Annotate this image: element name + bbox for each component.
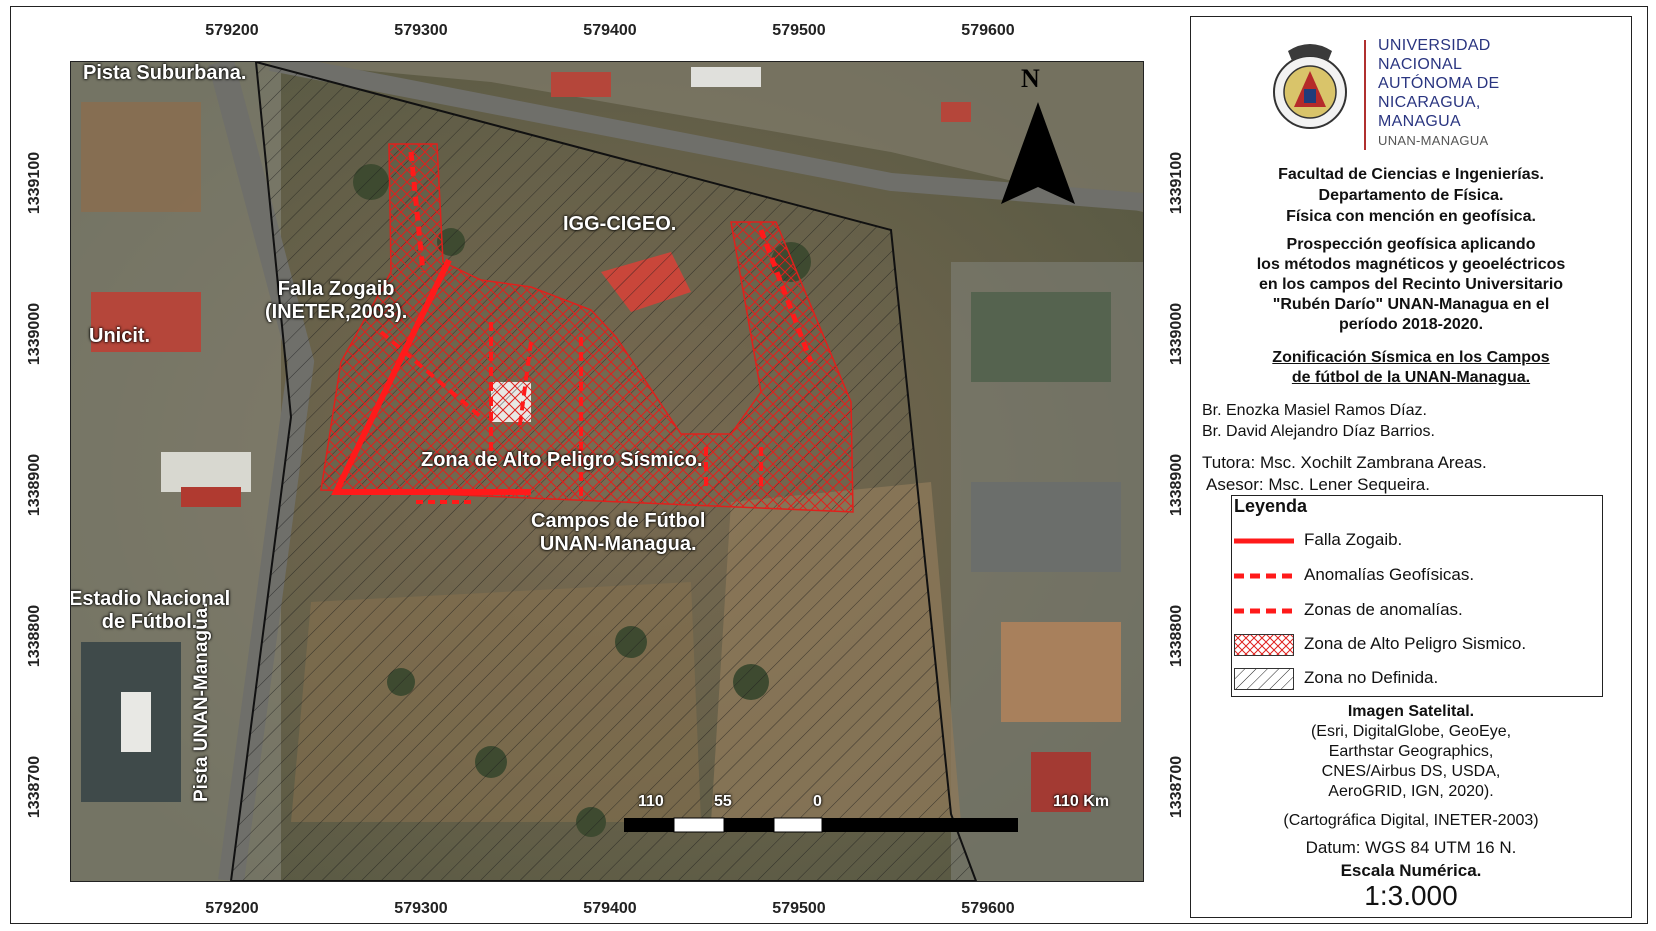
- north-label: N: [1021, 64, 1040, 93]
- satellite-map[interactable]: Pista Suburbana. IGG-CIGEO. Falla Zogaib…: [70, 61, 1144, 882]
- anomaly-line[interactable]: [408, 151, 426, 273]
- label-pista-unan: Pista UNAN-Managua.: [191, 602, 212, 802]
- y-tick-right: 1339100: [1168, 151, 1185, 215]
- scale-label: 0: [813, 793, 822, 810]
- crosshatch-icon: [1234, 634, 1294, 656]
- anomaly-line[interactable]: [517, 341, 533, 433]
- x-tick-top: 579300: [394, 22, 448, 39]
- label-campos-futbol: Campos de Fútbol UNAN-Managua.: [531, 510, 706, 555]
- map-frame: [10, 6, 1648, 924]
- x-tick-top: 579600: [961, 22, 1015, 39]
- x-tick-bottom: 579600: [961, 900, 1015, 917]
- red-roof: [941, 102, 971, 122]
- scale-segment: [673, 817, 725, 833]
- legend: Leyenda Falla Zogaib. Anomalías Geofísic…: [1231, 495, 1603, 697]
- scale-value: 1:3.000: [1364, 880, 1458, 911]
- label-pista-suburbana: Pista Suburbana.: [83, 62, 247, 84]
- red-roof: [181, 487, 241, 507]
- legend-item: Zonas de anomalías.: [1232, 596, 1602, 626]
- red-building: [1031, 752, 1091, 812]
- authors: Br. Enozka Masiel Ramos Díaz. Br. David …: [1202, 402, 1435, 440]
- y-tick-left: 1338700: [26, 755, 43, 819]
- advisors: Tutora: Msc. Xochilt Zambrana Areas. Ase…: [1202, 453, 1487, 494]
- building: [161, 452, 251, 492]
- legend-item: Zona de Alto Peligro Sismico.: [1232, 630, 1602, 660]
- datum: Datum: WGS 84 UTM 16 N.: [1305, 838, 1517, 857]
- x-tick-bottom: 579400: [583, 900, 637, 917]
- scale-label: 110 Km: [1053, 793, 1110, 810]
- anomaly-line[interactable]: [379, 330, 483, 419]
- red-roof: [551, 72, 611, 97]
- red-roof: [91, 292, 201, 352]
- x-tick-bottom: 579200: [205, 900, 259, 917]
- scale-segment: [624, 818, 674, 832]
- dashed-line-icon: [1234, 608, 1294, 614]
- label-estadio-nacional: Estadio Nacional de Fútbol.: [70, 588, 231, 633]
- urban-top: [271, 62, 1143, 212]
- solid-line-icon: [1234, 538, 1294, 544]
- block: [1001, 622, 1121, 722]
- legend-item: Anomalías Geofísicas.: [1232, 561, 1602, 591]
- y-tick-right: 1339000: [1168, 302, 1185, 366]
- label-falla-zogaib: Falla Zogaib (INETER,2003).: [265, 278, 408, 323]
- legend-item: Zona no Definida.: [1232, 664, 1602, 694]
- scale-label: 55: [714, 793, 732, 810]
- y-tick-left: 1338900: [26, 453, 43, 517]
- falla-zogaib-line[interactable]: [331, 258, 531, 495]
- y-tick-left: 1339000: [26, 302, 43, 366]
- x-tick-top: 579500: [772, 22, 826, 39]
- label-unicit: Unicit.: [89, 325, 151, 347]
- block: [971, 292, 1111, 382]
- map-title: Zonificación Sísmica en los Campos de fú…: [1272, 349, 1550, 386]
- y-tick-right: 1338700: [1168, 755, 1185, 819]
- logo-divider: [1364, 40, 1366, 150]
- label-zona-alto-peligro: Zona de Alto Peligro Sísmico.: [421, 449, 703, 471]
- x-tick-top: 579400: [583, 22, 637, 39]
- faculty-block: Facultad de Ciencias e Ingenierías. Depa…: [1278, 166, 1544, 225]
- x-tick-bottom: 579300: [394, 900, 448, 917]
- scale-segment: [773, 817, 823, 833]
- imagery-credits: Imagen Satelital. (Esri, DigitalGlobe, G…: [1310, 703, 1512, 800]
- cartography-credit: (Cartográfica Digital, INETER-2003): [1283, 812, 1539, 829]
- scale-segment: [724, 818, 774, 832]
- info-panel: [1190, 16, 1632, 918]
- anomaly-line[interactable]: [758, 229, 814, 363]
- university-seal-icon: [1273, 44, 1347, 129]
- project-title: Prospección geofísica aplicando los méto…: [1256, 236, 1566, 333]
- y-tick-left: 1339100: [26, 151, 43, 215]
- university-name: UNIVERSIDAD NACIONAL AUTÓNOMA DE NICARAG…: [1378, 37, 1500, 148]
- dashed-line-icon: [1234, 573, 1294, 579]
- building: [691, 67, 761, 87]
- label-igg-cigeo: IGG-CIGEO.: [563, 213, 677, 235]
- north-arrow-icon: [1001, 102, 1075, 204]
- legend-item: Falla Zogaib.: [1232, 526, 1602, 556]
- hatch-icon: [1234, 668, 1294, 690]
- field-block: [81, 102, 201, 212]
- y-tick-left: 1338800: [26, 604, 43, 668]
- map-canvas: [71, 62, 1143, 881]
- scale-label: 110: [638, 793, 664, 810]
- y-tick-right: 1338900: [1168, 453, 1185, 517]
- scale-title: Escala Numérica.: [1340, 861, 1482, 880]
- zona-alto-peligro[interactable]: [320, 143, 854, 513]
- block: [971, 482, 1121, 572]
- x-tick-top: 579200: [205, 22, 259, 39]
- y-tick-right: 1338800: [1168, 604, 1185, 668]
- x-tick-bottom: 579500: [772, 900, 826, 917]
- scale-segment: [822, 818, 1018, 832]
- building: [121, 692, 151, 752]
